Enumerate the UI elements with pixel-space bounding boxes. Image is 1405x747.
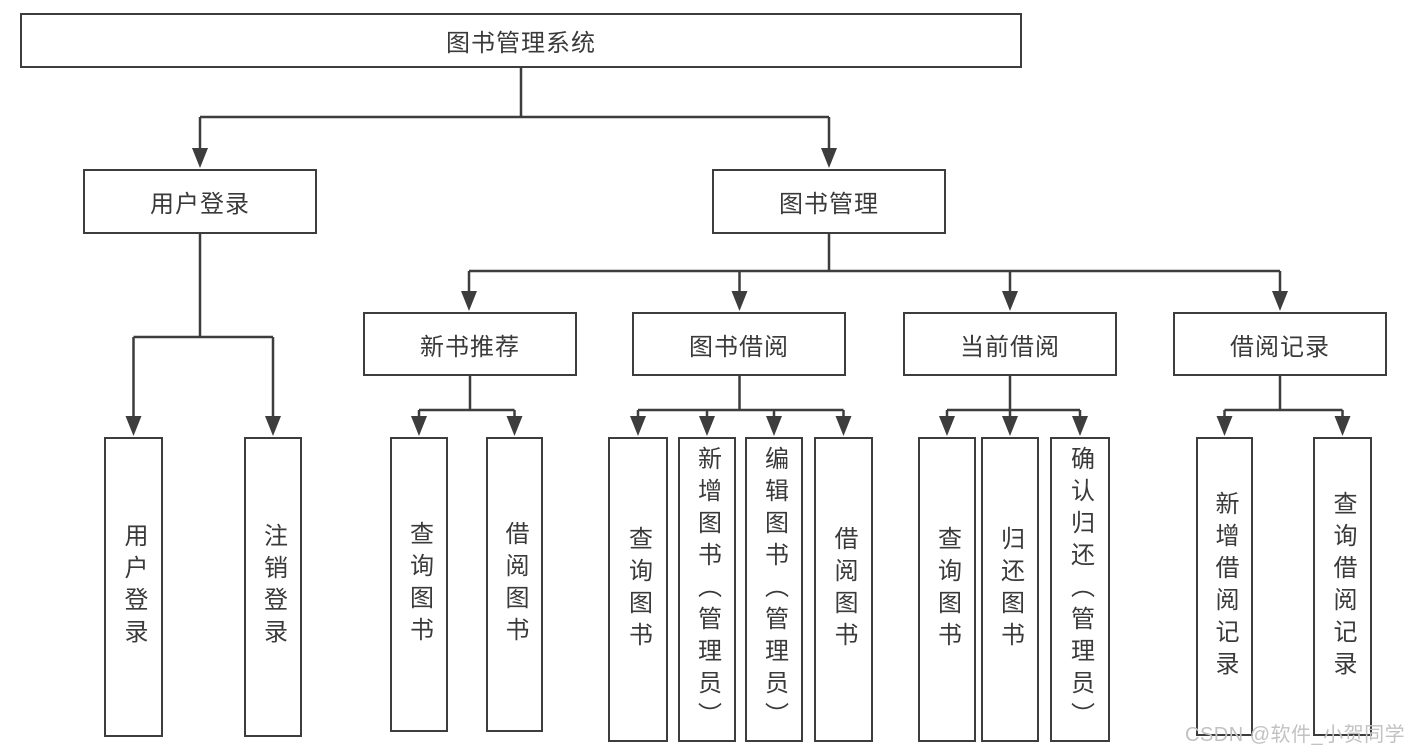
arrowhead-icon <box>766 416 782 436</box>
arrowhead-icon <box>125 416 142 436</box>
arrowhead-icon <box>506 416 523 436</box>
node-user-login: 用户登录 <box>83 169 317 234</box>
leaf-label: 用户登录 <box>120 523 147 651</box>
leaf-user-login: 用户登录 <box>104 437 163 737</box>
leaf-label: 新增图书（管理员） <box>693 445 721 734</box>
arrowhead-icon <box>1002 291 1018 311</box>
node-label: 用户登录 <box>150 191 250 218</box>
leaf-recommend-borrow-books: 借阅图书 <box>486 437 543 732</box>
leaf-label: 新增借阅记录 <box>1211 490 1238 683</box>
arrowhead-icon <box>630 416 646 436</box>
leaf-borrow-query-books: 查询图书 <box>608 437 668 742</box>
leaf-current-confirm-return-admin: 确认归还（管理员） <box>1050 437 1110 742</box>
arrowhead-icon <box>265 416 281 436</box>
leaf-borrow-add-books-admin: 新增图书（管理员） <box>678 437 736 742</box>
arrowhead-icon <box>1334 416 1351 436</box>
node-label: 当前借阅 <box>960 333 1060 361</box>
node-book-management: 图书管理 <box>712 169 946 234</box>
connector-recommend-leaves <box>417 376 516 418</box>
node-book-borrowing: 图书借阅 <box>632 312 846 376</box>
leaf-recommend-query-books: 查询图书 <box>390 437 448 732</box>
leaf-label: 借阅图书 <box>830 525 857 654</box>
leaf-borrow-edit-books-admin: 编辑图书（管理员） <box>745 437 803 742</box>
csdn-watermark: CSDN @软件_小贺同学 <box>1185 724 1405 746</box>
leaf-label: 查询图书 <box>405 520 433 649</box>
node-borrow-records: 借阅记录 <box>1173 312 1387 376</box>
leaf-label: 查询图书 <box>933 525 961 654</box>
node-label: 借阅记录 <box>1230 333 1330 361</box>
node-label: 新书推荐 <box>420 333 520 361</box>
arrowhead-icon <box>192 148 208 168</box>
arrowhead-icon <box>1216 416 1233 436</box>
arrowhead-icon <box>411 416 427 436</box>
arrowhead-icon <box>835 416 852 436</box>
arrowhead-icon <box>1272 291 1288 311</box>
leaf-label: 查询图书 <box>624 525 652 654</box>
node-current-borrowing: 当前借阅 <box>903 312 1117 376</box>
leaf-label: 确认归还（管理员） <box>1066 445 1094 734</box>
node-label: 图书借阅 <box>689 333 789 361</box>
leaf-label: 查询借阅记录 <box>1329 490 1356 683</box>
leaf-records-add-record: 新增借阅记录 <box>1196 437 1253 736</box>
connector-borrow-leaves <box>636 376 845 418</box>
leaf-label: 归还图书 <box>996 525 1024 654</box>
leaf-label: 注销登录 <box>259 523 287 651</box>
arrowhead-icon <box>1002 416 1018 436</box>
connector-mgmt-l3 <box>467 234 1282 293</box>
arrowhead-icon <box>1072 416 1088 436</box>
leaf-records-query-record: 查询借阅记录 <box>1313 437 1372 736</box>
node-new-book-recommend: 新书推荐 <box>363 312 577 376</box>
arrowhead-icon <box>731 291 748 311</box>
leaf-borrow-borrow-books: 借阅图书 <box>814 437 873 742</box>
leaf-label: 编辑图书（管理员） <box>760 445 788 734</box>
arrowhead-icon <box>821 148 837 168</box>
arrowhead-icon <box>699 416 715 436</box>
node-library-management-system: 图书管理系统 <box>20 13 1022 68</box>
leaf-logout: 注销登录 <box>244 437 302 737</box>
connector-login-leaves <box>132 234 275 418</box>
leaf-current-return-books: 归还图书 <box>981 437 1039 742</box>
arrowhead-icon <box>939 416 955 436</box>
node-label: 图书管理系统 <box>446 30 596 57</box>
connector-records-leaves <box>1223 376 1344 418</box>
connector-current-leaves <box>945 376 1082 418</box>
leaf-label: 借阅图书 <box>501 520 528 649</box>
arrowhead-icon <box>461 291 477 311</box>
leaf-current-query-books: 查询图书 <box>918 437 976 742</box>
connector-root-l2 <box>198 68 831 150</box>
node-label: 图书管理 <box>779 191 879 218</box>
